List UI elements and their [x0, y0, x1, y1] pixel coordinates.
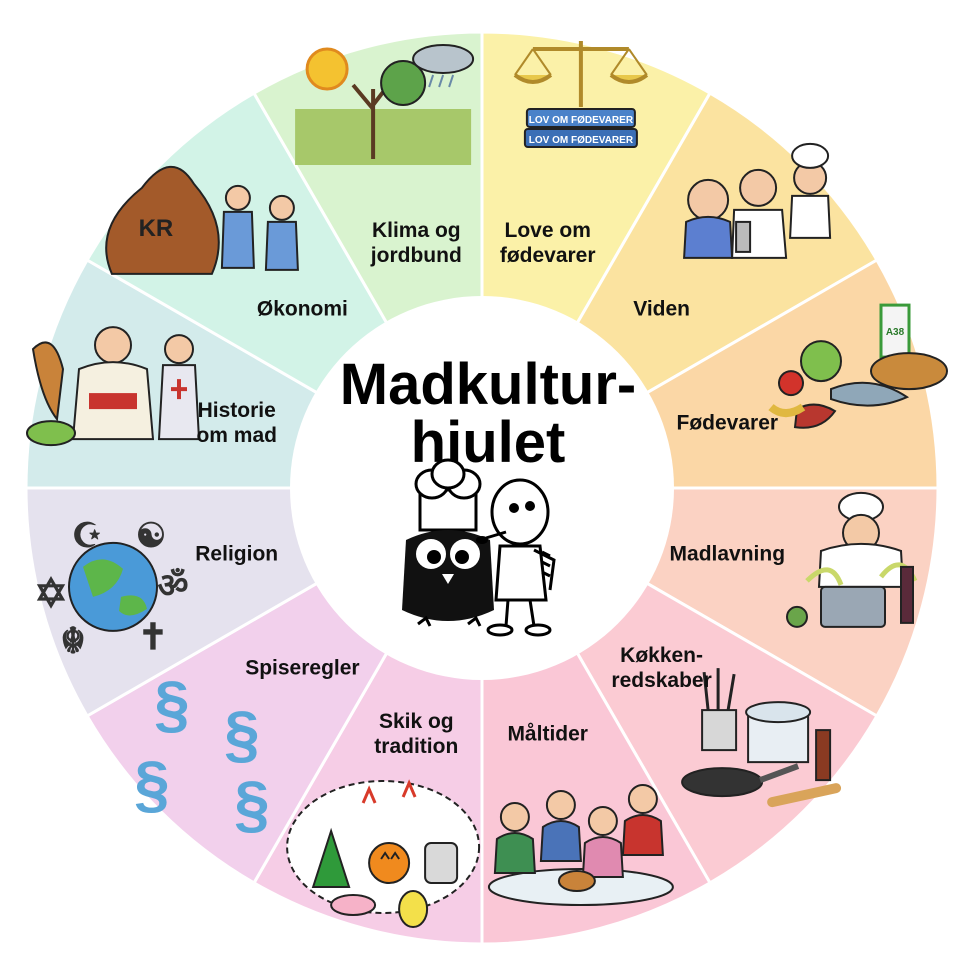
segment-label-line: Viden	[633, 297, 690, 320]
segment-label-line: Måltider	[507, 722, 588, 745]
segment-label-viden: Viden	[633, 297, 690, 320]
cooking-chef-icon	[786, 491, 918, 628]
segment-label-line: Køkken-	[620, 644, 703, 667]
segment-label-maltider: Måltider	[507, 722, 588, 745]
family-meal-icon	[487, 784, 674, 906]
scientist-and-chef-icon	[683, 142, 832, 259]
paragraph-sign-icon: §	[224, 698, 260, 770]
cross-icon: ✝	[138, 616, 168, 657]
segment-label-kokkenredskaber: Køkken-redskaber	[611, 644, 711, 692]
center-disc	[290, 296, 674, 680]
kitchen-utensils-icon	[681, 668, 842, 808]
scales-and-law-books-icon: LOV OM FØDEVARER LOV OM FØDEVARER	[513, 41, 649, 148]
star-of-david-icon: ✡	[34, 572, 68, 616]
law-book-title: LOV OM FØDEVARER	[529, 135, 634, 146]
weather-landscape-icon	[295, 44, 475, 165]
segment-label-line: redskaber	[611, 669, 711, 692]
historical-figures-icon	[26, 326, 201, 447]
milk-carton-label: A38	[886, 327, 905, 338]
owl-chef-icon	[402, 458, 494, 627]
segment-label-spiseregler: Spiseregler	[245, 657, 359, 680]
segment-label-line: Madlavning	[670, 543, 786, 566]
segment-label-line: Økonomi	[257, 297, 348, 320]
segment-label-fodevarer: Fødevarer	[677, 411, 779, 434]
segment-label-line: Fødevarer	[677, 411, 779, 434]
paragraph-signs-icon: §§§§	[134, 668, 270, 840]
money-bag-icon: KR	[105, 165, 299, 275]
om-icon: ॐ	[157, 567, 188, 605]
segment-label-madlavning: Madlavning	[670, 543, 786, 566]
segment-label-line: tradition	[374, 735, 458, 758]
paragraph-sign-icon: §	[134, 748, 170, 820]
segment-label-line: jordbund	[370, 244, 462, 267]
segment-label-line: Love om	[505, 219, 591, 242]
khanda-icon: ☬	[60, 620, 86, 661]
segment-label-line: fødevarer	[500, 244, 596, 267]
paragraph-sign-icon: §	[234, 768, 270, 840]
religious-symbols-globe-icon: ✡☪ ☯ ॐ ✝ ☬	[34, 517, 188, 661]
segment-label-line: om mad	[196, 424, 277, 447]
segment-label-okonomi: Økonomi	[257, 297, 348, 320]
money-bag-label: KR	[139, 215, 174, 242]
segment-label-line: Spiseregler	[245, 657, 359, 680]
crescent-star-icon: ☪	[72, 517, 102, 555]
law-book-title: LOV OM FØDEVARER	[529, 115, 634, 126]
holiday-traditions-icon	[286, 779, 481, 928]
paragraph-sign-icon: §	[154, 668, 190, 740]
segment-label-religion: Religion	[195, 543, 278, 566]
segment-label-line: Religion	[195, 543, 278, 566]
center-title-line-1: Madkultur-	[340, 352, 636, 417]
boy-tasting-icon	[476, 478, 556, 637]
segment-label-line: Klima og	[372, 219, 461, 242]
segment-label-line: Historie	[198, 399, 276, 422]
groceries-icon: A38	[768, 303, 948, 429]
yin-yang-icon: ☯	[136, 517, 166, 555]
segment-label-line: Skik og	[379, 710, 454, 733]
